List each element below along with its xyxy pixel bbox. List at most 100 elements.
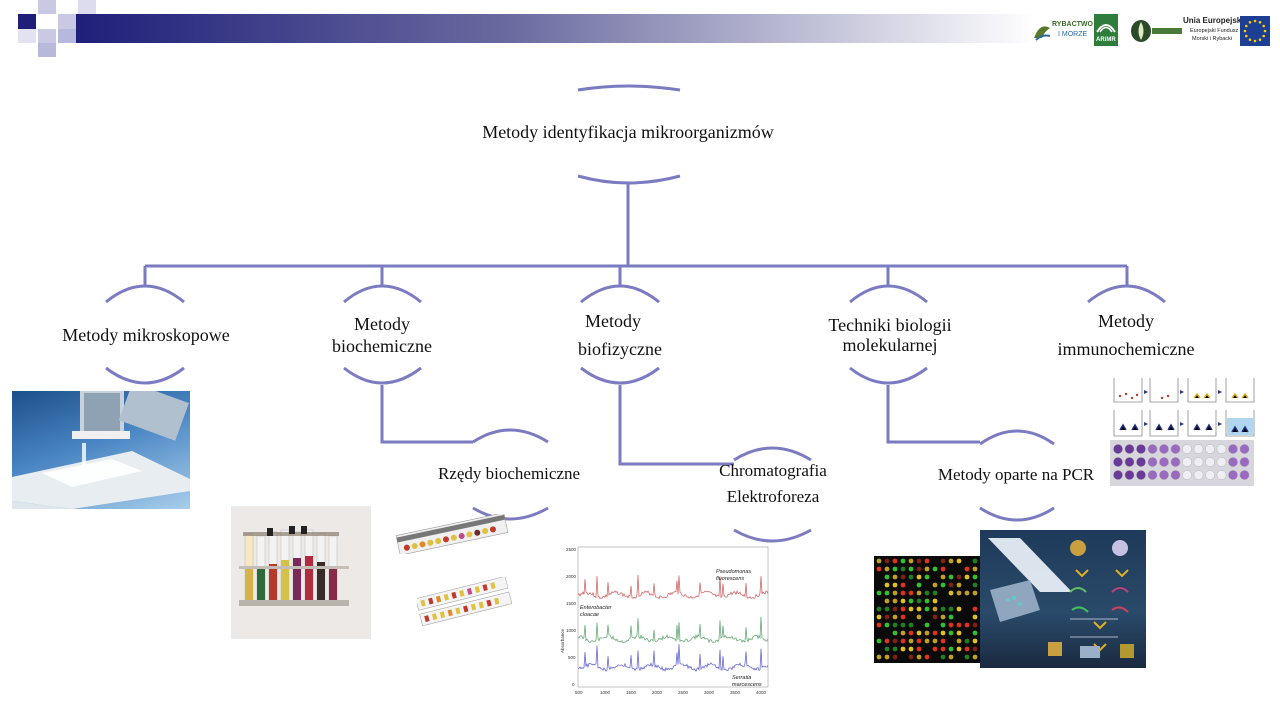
microarray-spot	[900, 614, 906, 620]
microarray-spot	[900, 622, 906, 628]
microarray-spot	[908, 590, 914, 596]
logo-program	[1130, 19, 1182, 43]
microarray-spot	[956, 574, 962, 580]
microarray-spot	[892, 590, 898, 596]
logo-rybactwo-text: RYBACTWO	[1052, 21, 1093, 28]
spectrum-x-tick: 500	[575, 690, 583, 695]
microarray-spot	[884, 654, 890, 660]
spectrum-label: Serratia	[732, 675, 751, 681]
microarray-spot	[884, 646, 890, 652]
microarray-spot	[924, 574, 930, 580]
microarray-spot	[948, 558, 954, 564]
microarray-spot	[972, 630, 978, 636]
spectrum-x-tick: 3500	[730, 690, 741, 695]
microarray-spot	[892, 622, 898, 628]
branch-label-immunochemical-1: Metody	[1098, 311, 1154, 331]
microarray-spot	[900, 606, 906, 612]
microarray-spot	[948, 630, 954, 636]
microarray-spot	[972, 622, 978, 628]
logo-arimr-text: ARiMR	[1096, 37, 1116, 43]
spectrum-x-tick: 2500	[678, 690, 689, 695]
microarray-spot	[908, 574, 914, 580]
microarray-spot	[948, 582, 954, 588]
spectrum-x-tick: 1500	[626, 690, 637, 695]
spectrum-line-2	[577, 616, 769, 644]
plate-well	[1182, 444, 1192, 454]
microarray-spot	[916, 574, 922, 580]
microarray-spot	[956, 638, 962, 644]
microarray-spot	[900, 590, 906, 596]
spectrum-x-tick: 1000	[600, 690, 611, 695]
microarray-spot	[940, 654, 946, 660]
microarray-spot	[972, 558, 978, 564]
microarray-spot	[884, 614, 890, 620]
microarray-spot	[940, 622, 946, 628]
microarray-spot	[900, 638, 906, 644]
microarray-spot	[916, 558, 922, 564]
plate-well	[1239, 457, 1250, 467]
microarray-spot	[932, 606, 938, 612]
microarray-spot	[956, 582, 962, 588]
test-tubes-photo	[231, 506, 371, 639]
elisa-diagram	[1110, 374, 1256, 440]
microarray-spot	[924, 638, 930, 644]
microarray-spot	[940, 630, 946, 636]
branch-label-biophysical-2: biofizyczne	[578, 339, 662, 359]
spectrum-x-ticks: 500 1000 1500 2000 2500 3000 3500 4000	[575, 690, 767, 695]
spectrum-y-tick: 0	[572, 682, 575, 687]
spectrum-y-tick: 1500	[566, 601, 577, 606]
branch-label-immunochemical-2: immunochemiczne	[1057, 339, 1195, 359]
microarray-spot	[972, 638, 978, 644]
microarray-spot	[884, 606, 890, 612]
microarray-spot	[948, 574, 954, 580]
sub-label-biochemical-rows: Rzędy biochemiczne	[437, 464, 581, 483]
microarray-spot	[956, 646, 962, 652]
microarray-spot	[884, 566, 890, 572]
spectrum-label: Pseudomonas	[716, 569, 751, 575]
plate-well	[1193, 444, 1204, 454]
plate-well	[1159, 444, 1169, 454]
microarray-spot	[892, 598, 898, 604]
sub-node-biochemical-rows: Rzędy biochemiczne	[406, 463, 612, 485]
microarray-spot	[884, 598, 890, 604]
microarray-spot	[972, 582, 978, 588]
microarray-spot	[956, 606, 962, 612]
microarray-spot	[932, 630, 938, 636]
plate-well	[1193, 470, 1204, 480]
microarray-spot	[924, 558, 930, 564]
branch-label-microscopy: Metody mikroskopowe	[62, 325, 230, 345]
logo-rybactwo: RYBACTWO I MORZE	[1032, 18, 1093, 44]
plate-well	[1159, 457, 1169, 467]
microarray-spot	[932, 638, 938, 644]
plate-well	[1113, 444, 1123, 454]
spectrum-y-tick: 500	[568, 655, 576, 660]
microarray-spot	[924, 590, 930, 596]
spectrum-x-tick: 2000	[652, 690, 663, 695]
microarray-spot	[948, 622, 954, 628]
eu-flag-icon	[1240, 16, 1270, 46]
microarray-spot	[924, 566, 930, 572]
microarray-spot	[956, 622, 962, 628]
plate-well	[1124, 457, 1135, 467]
plate-well	[1136, 470, 1146, 480]
microarray-spot	[932, 646, 938, 652]
microarray-spot	[908, 622, 914, 628]
spectrum-label: fluorescens	[716, 576, 744, 582]
microarray-spot	[948, 646, 954, 652]
microarray-spot	[876, 614, 882, 620]
plate-well	[1147, 457, 1158, 467]
spectrum-figure: Absorbance 2500 2000 1500 1000 500 0 500…	[556, 543, 772, 701]
microarray-spot	[916, 590, 922, 596]
branch-label-molecular-2: molekularnej	[842, 335, 938, 355]
plate-well	[1239, 470, 1250, 480]
microarray-spot	[924, 654, 930, 660]
branch-node-immunochemical: Metody immunochemiczne	[1026, 310, 1226, 360]
sub-label-electrophoresis: Elektroforeza	[726, 487, 820, 506]
spectrum-x-tick: 3000	[704, 690, 715, 695]
microarray-spot	[956, 590, 962, 596]
microarray-spot	[948, 614, 954, 620]
plate-well	[1239, 444, 1250, 454]
root-label: Metody identyfikacja mikroorganizmów	[482, 122, 774, 142]
header-decoration	[18, 0, 1036, 57]
